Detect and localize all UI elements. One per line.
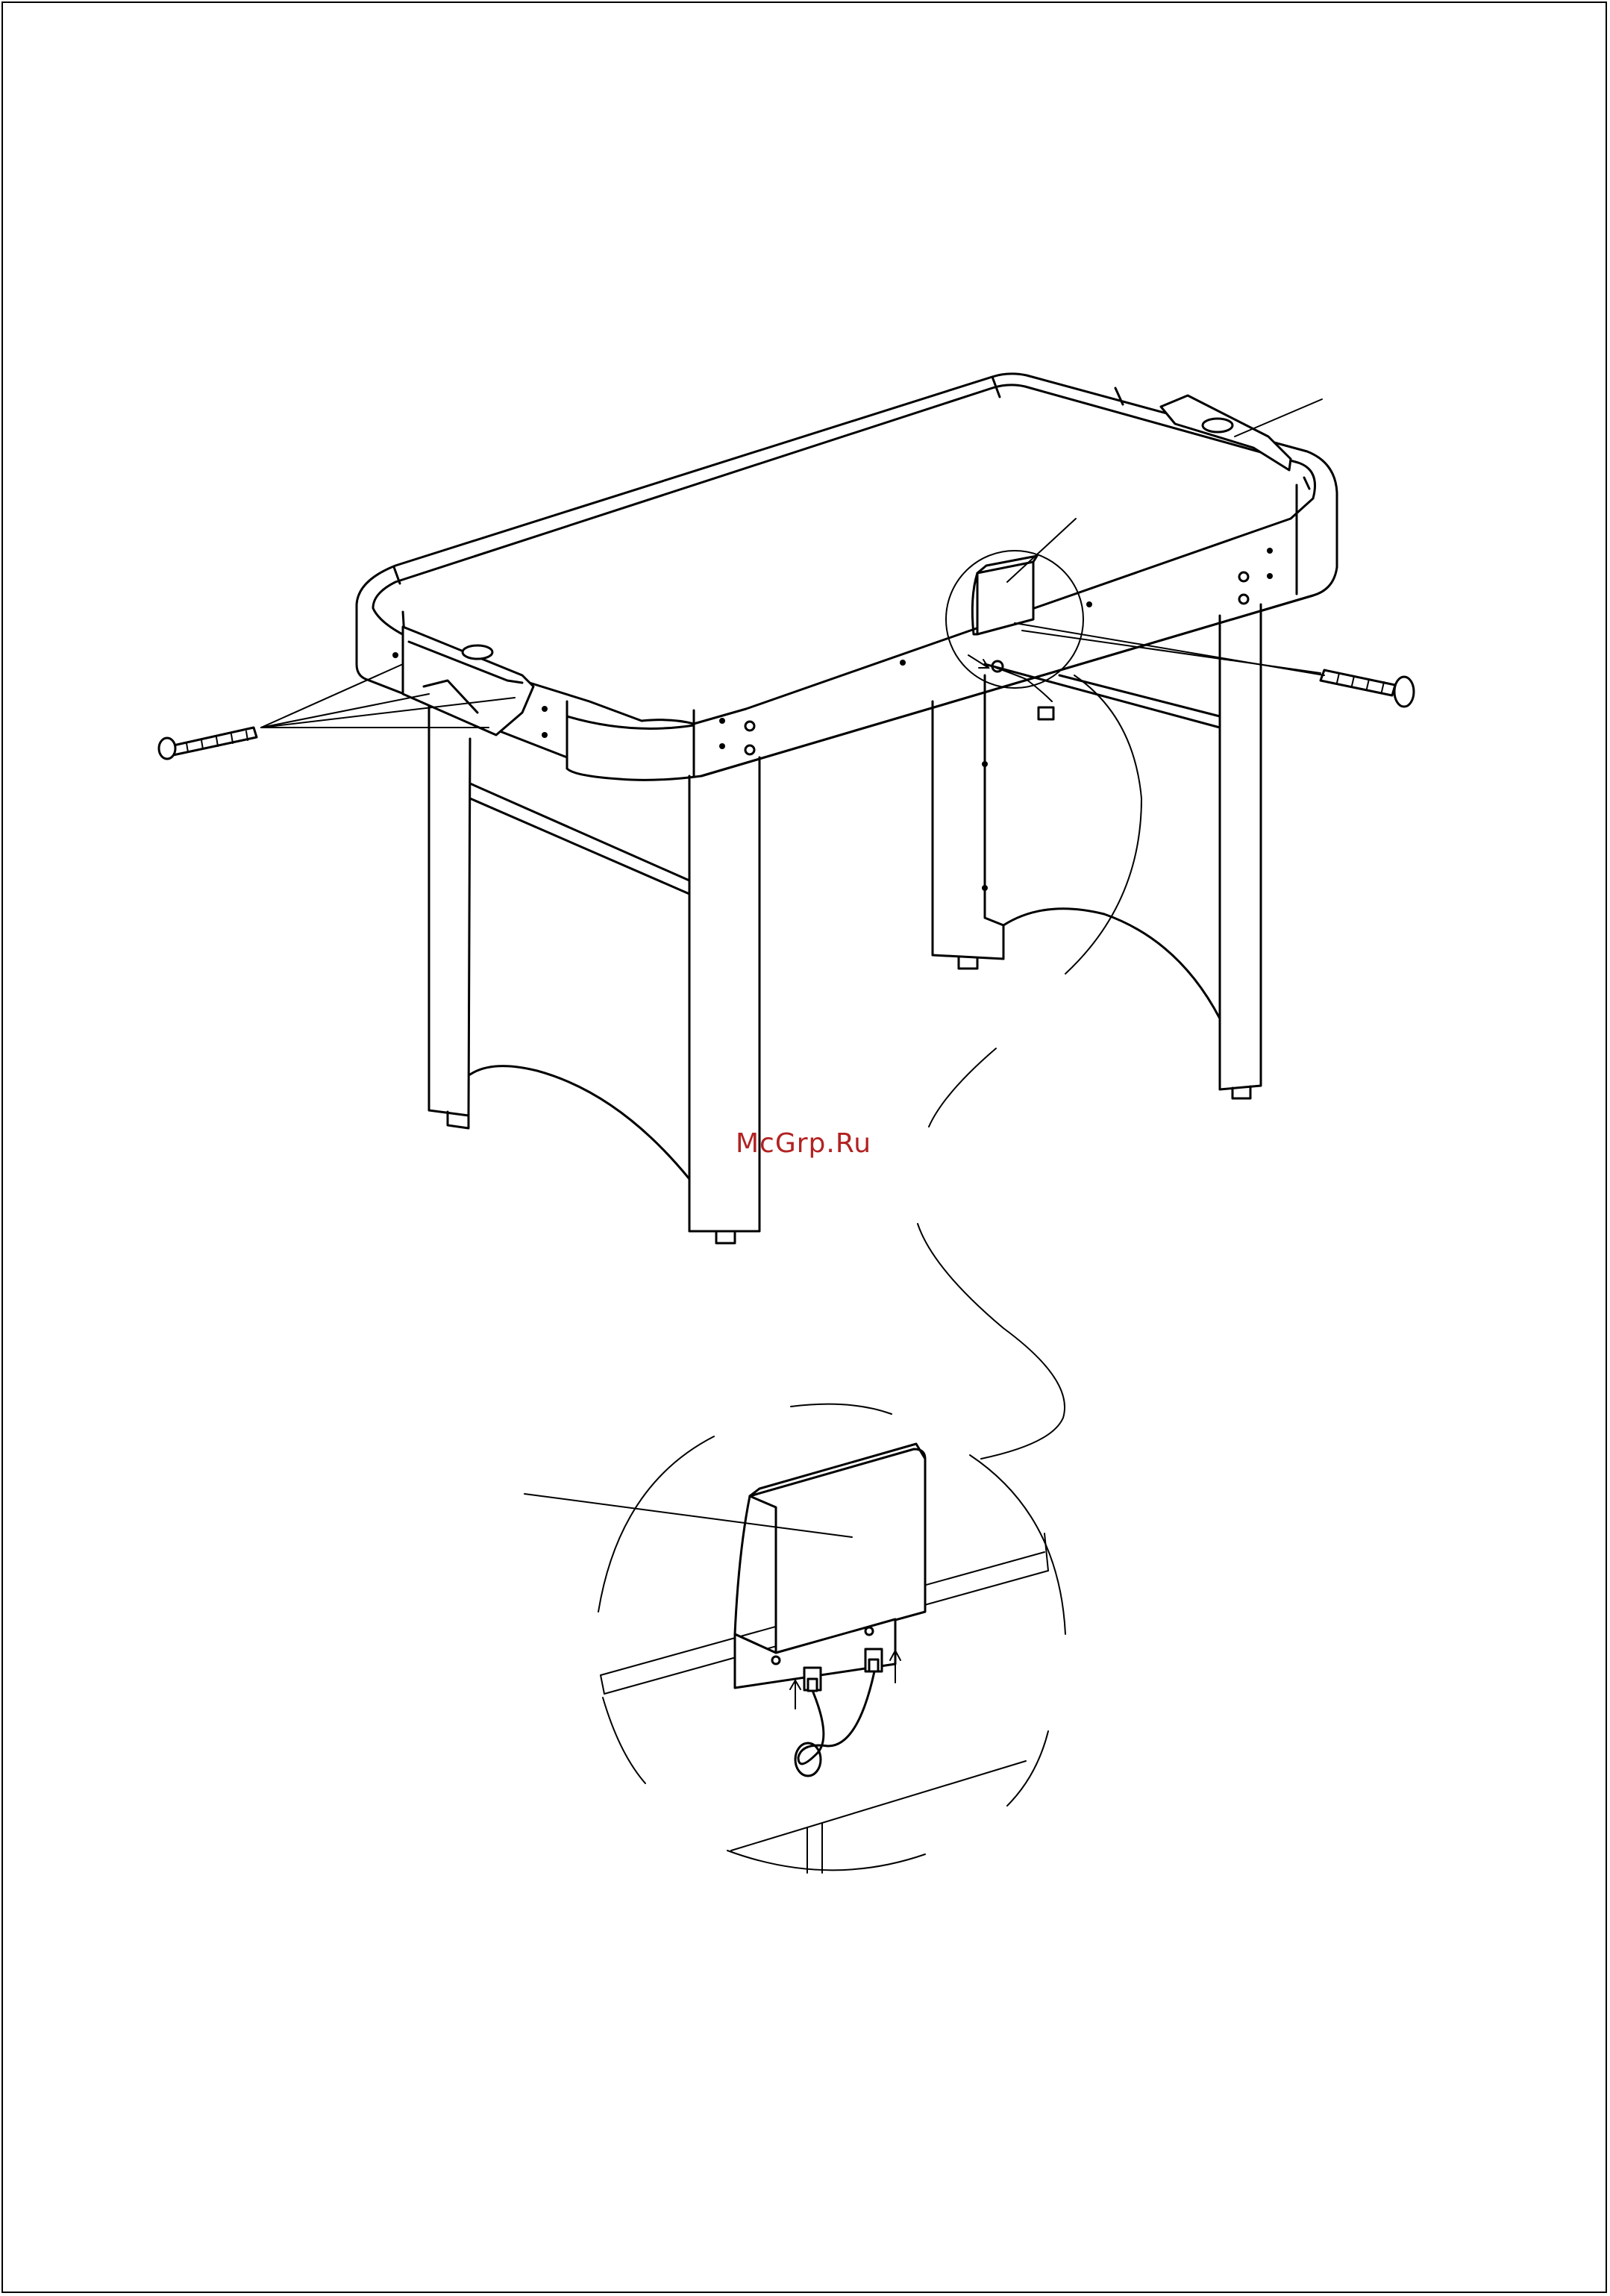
screw-head xyxy=(1394,677,1414,707)
screw-head xyxy=(159,738,175,759)
goal-box xyxy=(1161,395,1291,470)
screw-hole xyxy=(1239,572,1248,581)
screw-hole xyxy=(745,722,754,731)
detail-connector-curve xyxy=(918,675,1141,1459)
leg-foot xyxy=(716,1231,735,1243)
screw-hole xyxy=(1239,595,1248,604)
leader-line xyxy=(261,664,403,728)
screw-hole xyxy=(1267,548,1273,554)
detail-view xyxy=(524,1404,1065,1873)
screw-hole xyxy=(745,745,754,754)
goal-assembly-left xyxy=(403,627,533,735)
rail-joint xyxy=(1304,478,1309,489)
screw-hole xyxy=(1086,601,1092,607)
screw-right xyxy=(1321,670,1414,707)
leader-line xyxy=(1235,399,1322,437)
leg-back-center xyxy=(933,675,1003,959)
plug xyxy=(869,1660,878,1671)
insert-arrow xyxy=(790,1680,801,1709)
detail-rail xyxy=(601,1675,604,1694)
magnifier-arc xyxy=(791,1404,892,1414)
leg-front-center xyxy=(689,757,759,1231)
puck xyxy=(463,645,492,659)
leg-front-left xyxy=(429,690,470,1116)
panel-arch xyxy=(470,1066,689,1179)
air-hockey-table xyxy=(357,374,1337,1243)
leg-back-right xyxy=(1220,604,1261,1089)
screw-hole xyxy=(542,706,548,712)
watermark-text: McGrp.Ru xyxy=(736,1128,871,1159)
power-cable xyxy=(996,668,1052,701)
plug xyxy=(808,1679,817,1691)
panel-top-edge xyxy=(985,664,1220,728)
scoreboard-large-side xyxy=(735,1496,776,1653)
puck xyxy=(1203,419,1232,432)
screw-hole xyxy=(982,885,988,891)
screw-shank xyxy=(170,728,257,755)
goal-assembly-right xyxy=(1161,395,1291,470)
magnifier-arc xyxy=(1007,1731,1048,1806)
screw-hole xyxy=(542,732,548,738)
rail-curve xyxy=(567,716,694,728)
detail-rail xyxy=(731,1761,1026,1851)
cable-plug xyxy=(1039,707,1053,719)
magnifier-arc xyxy=(598,1436,714,1612)
panel-top-edge xyxy=(470,783,689,880)
magnifier-arc xyxy=(970,1455,1065,1634)
screw-hole xyxy=(392,652,398,658)
magnifier-arc xyxy=(727,1851,925,1870)
screw-hole xyxy=(719,718,725,724)
screw-hole xyxy=(982,761,988,767)
rail-joint xyxy=(1115,388,1123,404)
insert-arrow xyxy=(968,655,989,668)
scoreboard-large-front xyxy=(750,1449,925,1653)
panel-arch xyxy=(1003,909,1220,1019)
screw-left xyxy=(159,728,257,759)
screw-hole xyxy=(719,743,725,749)
magnifier-arc xyxy=(603,1698,645,1783)
screw-hole xyxy=(1267,573,1273,579)
scoreboard-front xyxy=(977,562,1033,634)
screw-hole xyxy=(900,660,906,666)
panel-top-edge xyxy=(470,798,689,894)
